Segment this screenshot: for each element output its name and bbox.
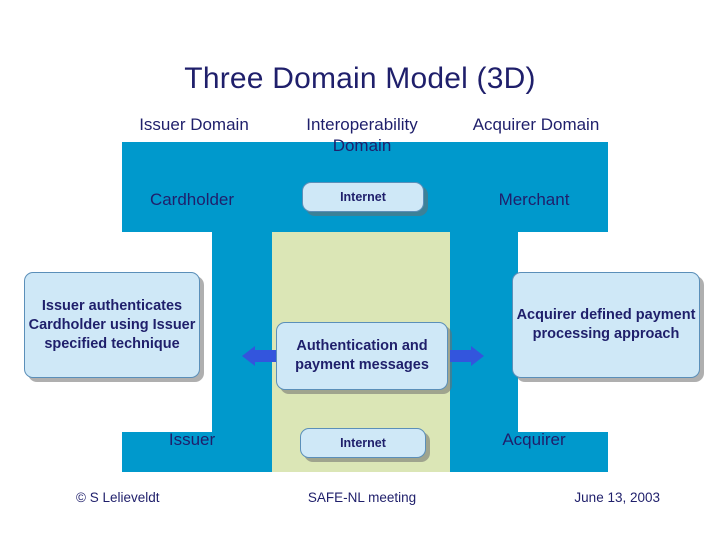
- page-title: Three Domain Model (3D): [184, 62, 536, 95]
- footer-date: June 13, 2003: [574, 490, 660, 505]
- internet-box-bottom: Internet: [300, 428, 426, 458]
- issuer-label: Issuer: [168, 430, 216, 449]
- footer-meeting: SAFE-NL meeting: [307, 490, 417, 505]
- right-arrow-shaft: [450, 350, 472, 362]
- acquirer-domain-header: Acquirer Domain: [472, 115, 600, 134]
- interop-header-line2: Domain: [332, 136, 392, 155]
- interop-header-line1: Interoperability: [306, 115, 418, 134]
- cardholder-label: Cardholder: [149, 190, 235, 209]
- acquirer-label: Acquirer: [502, 430, 566, 449]
- interoperability-domain-header: Interoperability Domain: [266, 114, 458, 156]
- issuer-authentication-box: Issuer authenticates Cardholder using Is…: [24, 272, 200, 378]
- footer-copyright: © S Lelieveldt: [76, 490, 160, 505]
- left-arrow-head-icon: [242, 346, 255, 366]
- acquirer-approach-box: Acquirer defined payment processing appr…: [512, 272, 700, 378]
- right-arrow-head-icon: [471, 346, 484, 366]
- merchant-label: Merchant: [498, 190, 570, 209]
- issuer-domain-header: Issuer Domain: [139, 115, 249, 134]
- left-arrow-shaft: [254, 350, 276, 362]
- internet-box-top: Internet: [302, 182, 424, 212]
- authentication-messages-box: Authentication and payment messages: [276, 322, 448, 390]
